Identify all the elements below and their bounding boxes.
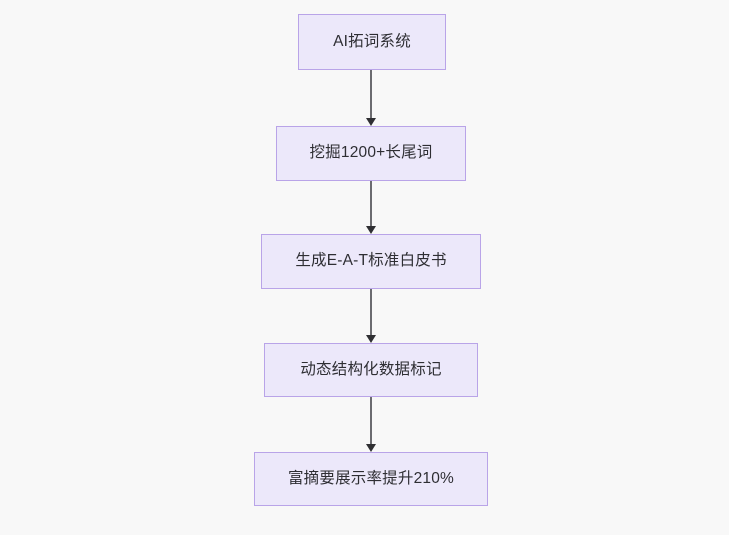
edge-line (370, 397, 372, 445)
flow-node-label: 富摘要展示率提升210% (287, 469, 455, 487)
edge-line (370, 289, 372, 336)
flow-node-n4[interactable]: 动态结构化数据标记 (264, 343, 478, 397)
flow-node-label: 动态结构化数据标记 (300, 360, 442, 378)
arrowhead-icon (366, 118, 376, 126)
flow-node-n2[interactable]: 挖掘1200+长尾词 (276, 126, 466, 181)
flow-node-n1[interactable]: AI拓词系统 (298, 14, 446, 70)
edge-line (370, 70, 372, 119)
arrowhead-icon (366, 335, 376, 343)
arrowhead-icon (366, 226, 376, 234)
flow-node-label: 生成E-A-T标准白皮书 (295, 252, 447, 270)
arrowhead-icon (366, 444, 376, 452)
flow-node-n3[interactable]: 生成E-A-T标准白皮书 (261, 234, 481, 289)
flow-node-label: 挖掘1200+长尾词 (309, 144, 433, 162)
edge-line (370, 181, 372, 227)
flow-node-n5[interactable]: 富摘要展示率提升210% (254, 452, 488, 506)
flow-node-label: AI拓词系统 (333, 32, 411, 50)
